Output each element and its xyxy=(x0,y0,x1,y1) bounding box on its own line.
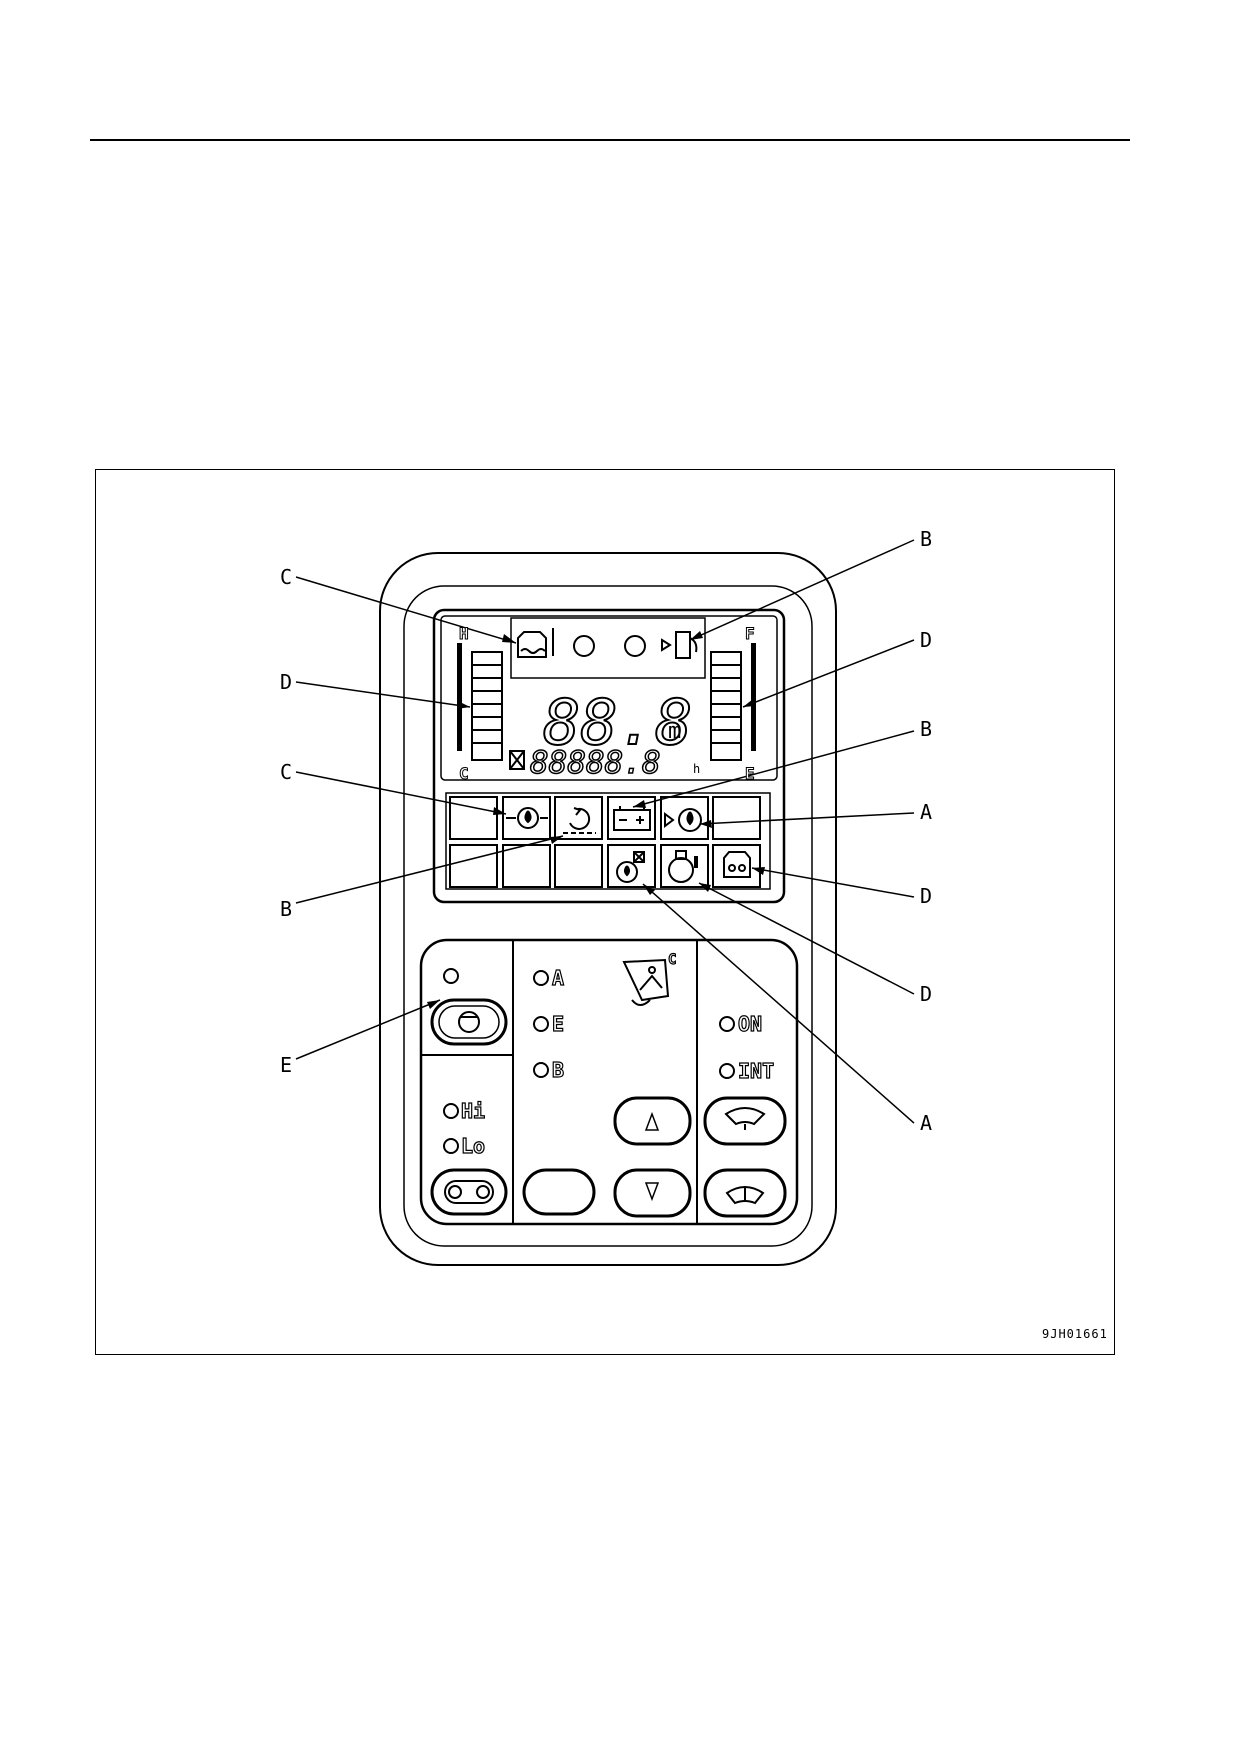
swing-lock-button[interactable] xyxy=(430,998,508,1046)
wiper-icon xyxy=(724,1107,766,1126)
work-mode-icon xyxy=(622,958,670,1006)
callout-a-water-separator: A xyxy=(920,1111,932,1135)
gauge-f-label: F xyxy=(745,624,755,643)
callout-d-coolant-gauge: D xyxy=(280,670,292,694)
wiper-int-label: INT xyxy=(738,1059,774,1083)
washer-icon xyxy=(725,1186,765,1205)
callout-d-preheat: D xyxy=(920,884,932,908)
monitor-bezel xyxy=(403,585,813,1247)
wiper-int-led xyxy=(719,1063,735,1079)
callout-c-oil-level: C xyxy=(280,760,292,784)
wiper-button[interactable] xyxy=(703,1096,787,1146)
engine-oil-pressure-icon xyxy=(664,808,702,832)
mode-b-led xyxy=(533,1062,549,1078)
down-arrow-icon xyxy=(644,1182,660,1202)
callout-e-swing-lock: E xyxy=(280,1053,292,1077)
mode-a-led xyxy=(533,970,549,986)
callout-b-charge-air: B xyxy=(280,897,292,921)
leader-lines xyxy=(295,539,915,1124)
hour-meter-display: 88888.8 xyxy=(530,745,661,781)
down-button[interactable] xyxy=(613,1168,692,1218)
travel-lo-led xyxy=(443,1138,459,1154)
hydraulic-oil-temp-icon xyxy=(668,850,698,883)
status-strip xyxy=(510,617,706,679)
callout-d-hydraulic-oil: D xyxy=(920,982,932,1006)
up-button[interactable] xyxy=(613,1096,692,1146)
callout-c-coolant-temp: C xyxy=(280,565,292,589)
figure-id: 9JH01661 xyxy=(1042,1327,1108,1341)
indicator-dot-right xyxy=(624,635,646,657)
crawler-icon xyxy=(444,1180,494,1204)
mode-e-led xyxy=(533,1016,549,1032)
water-separator-icon xyxy=(616,851,645,883)
swing-lock-icon xyxy=(458,1011,480,1033)
travel-lo-label: Lo xyxy=(461,1134,485,1158)
gauge-c-label: C xyxy=(459,764,469,783)
mode-e-label: E xyxy=(552,1012,564,1036)
callout-b-fuel-level: B xyxy=(920,527,932,551)
indicator-dot-left xyxy=(573,635,595,657)
travel-hi-label: Hi xyxy=(461,1099,485,1123)
callout-a-oil-pressure: A xyxy=(920,800,932,824)
mode-a-label: A xyxy=(552,966,564,990)
work-mode-tag: C xyxy=(668,952,676,968)
travel-hi-led xyxy=(443,1103,459,1119)
hour-unit: h xyxy=(693,762,700,776)
washer-button[interactable] xyxy=(703,1168,787,1218)
charge-air-icon xyxy=(563,807,596,834)
arrowheads xyxy=(427,631,765,1009)
gauge-e-label: E xyxy=(745,764,755,783)
wiper-on-led xyxy=(719,1016,735,1032)
speed-unit: m xyxy=(668,719,681,744)
blank-button[interactable] xyxy=(522,1168,596,1216)
top-rule xyxy=(90,139,1130,141)
preheat-icon xyxy=(723,851,751,878)
monitor-housing xyxy=(379,552,837,1266)
lcd-window xyxy=(432,608,786,904)
lcd-inner xyxy=(440,615,778,781)
fuel-bar-gauge xyxy=(710,643,756,761)
swing-lock-led xyxy=(443,968,459,984)
hour-meter-icon xyxy=(509,750,525,770)
up-arrow-icon xyxy=(644,1111,660,1131)
figure-frame xyxy=(95,469,1115,1355)
coolant-temp-icon xyxy=(517,628,554,658)
fuel-pump-icon xyxy=(661,631,698,659)
speed-display: 88.8 xyxy=(543,686,692,759)
callout-b-charge: B xyxy=(920,717,932,741)
mode-b-label: B xyxy=(552,1058,564,1082)
coolant-bar-gauge xyxy=(457,643,503,761)
gauge-h-label: H xyxy=(459,624,469,643)
callout-d-fuel-gauge: D xyxy=(920,628,932,652)
battery-charge-icon xyxy=(613,806,651,831)
travel-speed-button[interactable] xyxy=(430,1168,508,1216)
wiper-on-label: ON xyxy=(738,1012,762,1036)
engine-oil-level-icon xyxy=(506,807,548,829)
switch-panel xyxy=(419,938,799,1226)
warning-lamp-grid xyxy=(445,792,771,890)
